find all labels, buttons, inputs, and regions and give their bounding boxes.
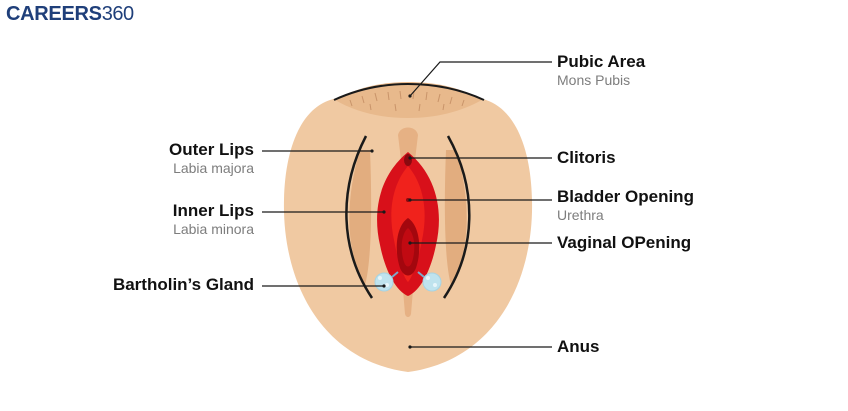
perineum-strip: [403, 290, 413, 317]
label-anus: Anus: [557, 337, 600, 357]
clitoris-title: Clitoris: [557, 148, 616, 167]
clitoris-shape: [404, 154, 412, 166]
leader-lines: [262, 61, 552, 348]
label-pubic-area: Pubic Area Mons Pubis: [557, 52, 645, 89]
label-inner-lips: Inner Lips Labia minora: [173, 201, 254, 238]
bartholin-gland-right: [417, 271, 442, 292]
bladder-opening-title: Bladder Opening: [557, 187, 694, 206]
outer-lip-shade-left: [349, 150, 372, 285]
pubic-area-subtitle: Mons Pubis: [557, 72, 631, 88]
label-bladder-opening: Bladder Opening Urethra: [557, 187, 694, 224]
hood-strip: [398, 127, 418, 160]
pubic-edge-line: [333, 82, 485, 101]
outer-lip-curve-left: [345, 135, 374, 299]
pubic-hair-region: [335, 82, 482, 118]
anus-title: Anus: [557, 337, 600, 356]
careers360-logo: CAREERS360: [6, 3, 134, 25]
vaginal-opening-title: Vaginal OPening: [557, 233, 692, 252]
bartholins-gland-title: Bartholin’s Gland: [112, 275, 254, 294]
inner-lips-subtitle: Labia minora: [173, 221, 254, 237]
leader-pubic-area: [409, 61, 552, 97]
outer-lip-shade-right: [444, 150, 467, 285]
leader-dots: [370, 94, 412, 349]
label-clitoris: Clitoris: [557, 148, 616, 168]
outer-lips-subtitle: Labia majora: [173, 160, 254, 176]
pubic-area-title: Pubic Area: [557, 52, 646, 71]
outer-lip-curve-right: [442, 135, 471, 299]
inner-lips-title: Inner Lips: [172, 201, 254, 220]
label-outer-lips: Outer Lips Labia majora: [169, 140, 254, 177]
label-bartholins-gland: Bartholin’s Gland: [113, 275, 254, 295]
label-vaginal-opening: Vaginal OPening: [557, 233, 691, 253]
outer-lips-title: Outer Lips: [168, 140, 254, 159]
logo-text: CAREERS: [6, 3, 102, 25]
bladder-opening-subtitle: Urethra: [557, 207, 604, 223]
logo-number: 360: [101, 3, 134, 25]
vaginal-opening-inner: [401, 228, 415, 267]
